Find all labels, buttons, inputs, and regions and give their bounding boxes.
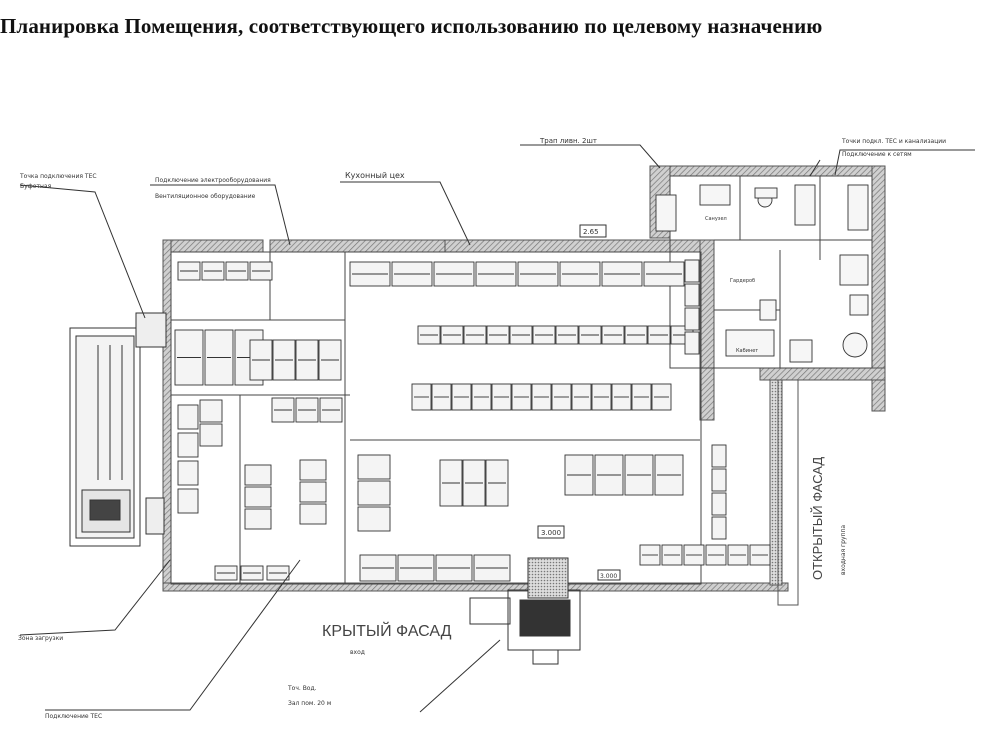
wall-corridor (699, 239, 715, 421)
annex-fixtures (655, 184, 869, 363)
label-dim-a: 2.65 (583, 228, 599, 236)
equipment-unit (711, 492, 727, 516)
label-bottom-center-b: Зал пом. 20 м (288, 700, 331, 707)
wall-partition (777, 379, 799, 606)
equipment-unit (357, 454, 391, 480)
equipment-unit (177, 460, 199, 486)
equipment-unit (177, 488, 199, 514)
equipment-unit (357, 506, 391, 532)
label-top-center: Кухонный цех (345, 171, 405, 180)
equipment-unit (299, 503, 327, 525)
label-left-b: Буфетная (20, 183, 52, 190)
loading-ramp (69, 312, 167, 547)
label-facade-right-sub: входная группа (840, 525, 847, 575)
wall-top-left (162, 239, 264, 253)
wall-bottom (162, 582, 789, 592)
wall-annex-top (649, 165, 886, 177)
label-dim-b: 3.000 (541, 529, 561, 537)
entry-vestibule (469, 557, 581, 665)
exterior-walls (162, 165, 886, 606)
annotations: Кухонный цех Трап ливн. 2шт Точки подкл.… (18, 137, 946, 720)
equipment-unit (684, 307, 700, 331)
equipment-unit (244, 464, 272, 486)
label-facade-bottom: КРЫТЫЙ ФАСАД (322, 621, 452, 640)
wall-right-lower (769, 379, 783, 586)
label-top-right-a: Трап ливн. 2шт (539, 137, 597, 145)
equipment-unit (177, 432, 199, 458)
equipment-unit (299, 481, 327, 503)
equipment-unit (711, 516, 727, 540)
wall-annex-bottom (759, 367, 886, 381)
dimension-tags (537, 224, 621, 581)
leader-lines (19, 144, 975, 713)
equipment-unit (711, 444, 727, 468)
label-bottom-left-a: Зона загрузки (18, 635, 63, 642)
equipment-unit (684, 283, 700, 307)
equipment-unit (684, 331, 700, 355)
equipment-unit (177, 404, 199, 430)
label-bottom-center-a: Точ. Вод. (287, 685, 317, 692)
label-room-b: Гардероб (730, 278, 755, 284)
wall-top-mid (269, 239, 451, 253)
label-bottom-left-b: Подключение ТЕС (45, 713, 102, 720)
wall-top-right (444, 239, 701, 253)
label-dim-c: 3.000 (600, 573, 617, 580)
label-left-top: Подключение электрооборудования (155, 177, 271, 184)
label-facade-right: ОТКРЫТЫЙ ФАСАД (810, 457, 825, 580)
label-left-a: Точка подключения ТЕС (19, 173, 97, 180)
label-top-right-c: Подключение к сетям (842, 151, 912, 158)
equipment-unit (244, 508, 272, 530)
label-top-right-b: Точки подкл. ТЕС и канализации (841, 138, 946, 145)
label-facade-bottom-sub: вход (350, 649, 365, 656)
equipment-unit (199, 423, 223, 447)
label-room-c: Кабинет (736, 348, 758, 354)
label-left-top-b: Вентиляционное оборудование (155, 193, 256, 200)
equipment-unit (357, 480, 391, 506)
equipment-unit (244, 486, 272, 508)
page-title: Планировка Помещения, соответствующего и… (0, 14, 823, 38)
equipment-unit (299, 459, 327, 481)
kitchen-equipment (174, 259, 771, 582)
equipment-unit (684, 259, 700, 283)
equipment-unit (199, 399, 223, 423)
label-room-a: Санузел (705, 216, 727, 222)
equipment-unit (711, 468, 727, 492)
